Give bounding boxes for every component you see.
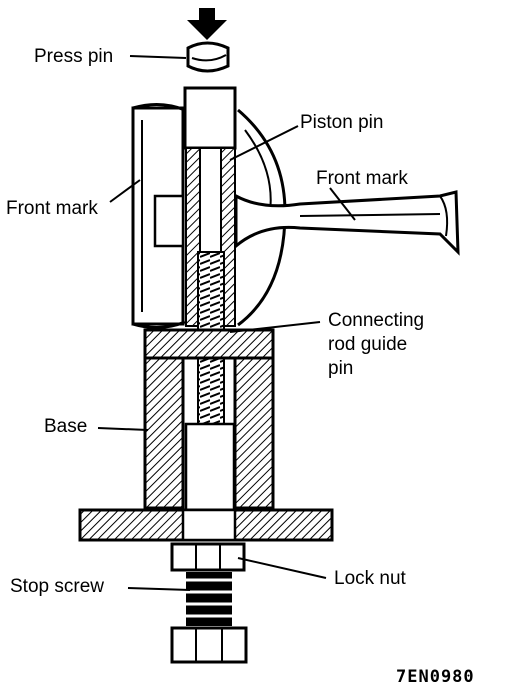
piston-pin-label: Piston pin	[300, 112, 384, 133]
leader-lines	[97, 55, 356, 591]
stop-screw-label: Stop screw	[10, 576, 104, 597]
front-mark-left-label: Front mark	[6, 198, 98, 219]
base-label: Base	[44, 416, 88, 437]
figure-code: 7EN0980	[396, 667, 475, 687]
lock-nut-label: Lock nut	[334, 568, 406, 589]
press-pin-label: Press pin	[34, 46, 114, 67]
guide-pin-label-line3: pin	[328, 358, 354, 379]
connecting-rod-shape	[234, 190, 460, 256]
guide-pin-label-line1: Connecting	[328, 310, 425, 331]
push-arrow-icon	[187, 8, 227, 40]
press-pin-shape	[186, 41, 230, 73]
guide-pin-label-line2: rod guide	[328, 334, 408, 355]
front-mark-right-label: Front mark	[316, 168, 408, 189]
lock-nut-shape	[170, 542, 246, 572]
stop-screw-shape	[170, 572, 248, 664]
base-shape	[78, 328, 334, 542]
